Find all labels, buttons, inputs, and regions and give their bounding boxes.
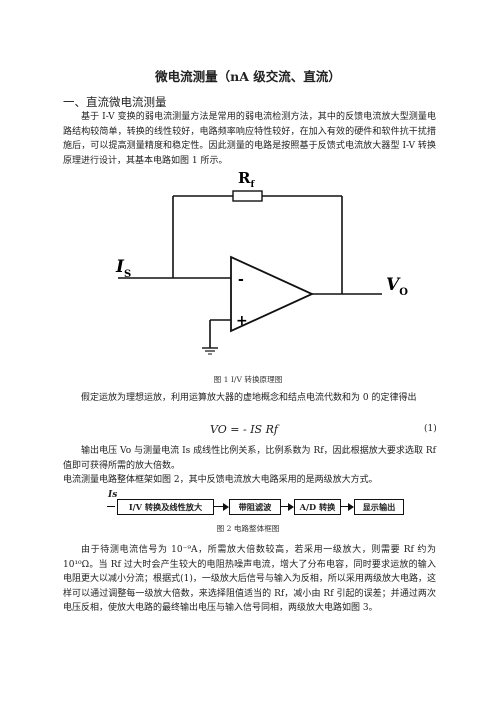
label-rf: Rf: [238, 169, 255, 190]
label-minus: -: [238, 272, 244, 288]
op-amp: [230, 255, 315, 333]
block-iv-amplifier: I/V 转换及线性放大: [117, 499, 214, 515]
label-is: IS: [115, 257, 131, 280]
label-plus: +: [236, 313, 248, 329]
resistor-rf: [232, 190, 263, 202]
paragraph-intro: 基于 I-V 变换的弱电流测量方法是常用的弱电流检测方法，其中的反馈电流放大型测…: [63, 112, 436, 166]
figure2-caption: 图 2 电路整体框图: [216, 524, 280, 533]
paragraph-two-stage: 由于待测电流信号为 10⁻⁹A，所需放大倍数较高，若采用一级放大，则需要 Rf …: [63, 545, 436, 614]
label-vo: VO: [386, 275, 408, 298]
block-notch-filter: 带阻滤波: [229, 499, 281, 515]
paragraph-assumption: 假定运放为理想运放，利用运算放大器的虚地概念和结点电流代数和为 0 的定律得出: [81, 393, 417, 403]
figure1-caption: 图 1 I/V 转换原理图: [213, 375, 283, 384]
equation-number: (1): [424, 424, 437, 434]
section-heading: 一、直流微电流测量: [63, 95, 167, 109]
block-display-output: 显示输出: [354, 499, 404, 515]
page-title: 微电流测量（nA 级交流、直流）: [155, 69, 341, 84]
paragraph-output: 输出电压 Vo 与测量电流 Is 成线性比例关系，比例系数为 Rf，因此根据放大…: [63, 446, 436, 471]
block-input-label: Is: [108, 490, 118, 500]
equation: VO = - IS Rf: [210, 423, 278, 436]
circuit-diagram: Rf IS VO - +: [115, 169, 408, 355]
paragraph-framework: 电流测量电路整体框架如图 2，其中反馈电流放大电路采用的是两级放大方式。: [63, 475, 378, 485]
block-ad-converter: A/D 转换: [294, 499, 341, 515]
